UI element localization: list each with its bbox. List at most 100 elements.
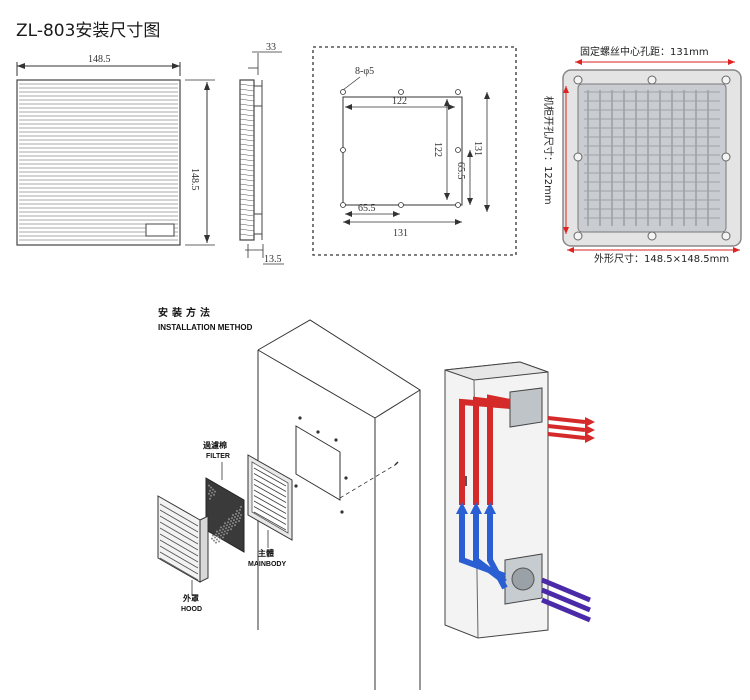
product-photo-grille — [584, 90, 720, 226]
side-fin — [239, 178, 255, 182]
filter-fiber — [218, 532, 220, 535]
mainbody-slat — [253, 484, 287, 503]
filter-fiber — [220, 534, 222, 537]
intake-arrow — [541, 597, 591, 623]
hole-spacing-v: 122 — [432, 142, 443, 157]
filter-fiber — [227, 529, 229, 532]
filter-fiber — [231, 517, 233, 520]
hood-part — [157, 495, 209, 583]
exhaust-arrowhead — [585, 433, 595, 443]
photo-side-caption: 机柜开孔尺寸：122mm — [542, 96, 555, 205]
filter-fiber — [224, 522, 226, 525]
filter-label-en: FILTER — [206, 453, 230, 460]
side-fin — [239, 223, 255, 227]
exhaust-arrow — [547, 416, 586, 424]
side-fin — [239, 98, 255, 102]
mainbody-slat — [253, 511, 287, 531]
filter-fiber — [220, 526, 222, 529]
exhaust-arrow — [547, 424, 586, 432]
filter-fiber — [226, 524, 228, 527]
filter-fiber — [240, 513, 242, 516]
screw — [573, 75, 583, 85]
filter-fiber — [236, 518, 238, 521]
hood-slat — [159, 539, 199, 563]
filter-fiber — [221, 531, 223, 534]
filter-fiber — [225, 527, 227, 530]
screw — [573, 152, 583, 162]
page-title: ZL-803安装尺寸图 — [16, 21, 161, 41]
hot-air-arrow — [487, 394, 511, 505]
filter-fiber — [222, 528, 224, 531]
hood-slat — [159, 533, 199, 557]
wall-hole — [334, 438, 338, 442]
side-fin — [239, 183, 255, 187]
filter-fiber — [219, 529, 221, 532]
filter-fiber — [239, 517, 241, 519]
install-heading-cn: 安装方法 — [158, 306, 214, 319]
wall-hole — [344, 476, 348, 480]
filter-fiber — [209, 497, 211, 500]
wall-hole — [298, 416, 302, 420]
filter-fiber — [236, 509, 238, 512]
filter-fiber — [239, 508, 241, 511]
side-fin — [239, 208, 255, 212]
filter-fiber — [218, 540, 220, 543]
exhaust-arrowhead — [585, 425, 595, 435]
hood-slat — [159, 503, 199, 527]
mainbody-slat — [253, 467, 287, 487]
side-view: 33 13.5 — [239, 42, 284, 265]
mainbody-slat — [253, 478, 287, 498]
front-width-dim: 148.5 — [88, 54, 111, 65]
overall-h: 131 — [393, 228, 408, 239]
screw — [573, 231, 583, 241]
filter-fiber — [222, 536, 224, 539]
side-fin — [239, 103, 255, 107]
filter-fiber — [215, 533, 217, 536]
exhaust-arrow — [547, 432, 586, 440]
filter-fiber — [215, 541, 217, 544]
filter-fiber — [230, 528, 232, 531]
front-label-plate — [145, 223, 175, 237]
hood-slat — [159, 509, 199, 533]
cold-air-arrowhead — [470, 502, 482, 514]
filter-fiber — [238, 511, 240, 514]
filter-fiber — [208, 492, 210, 495]
side-fin — [239, 218, 255, 222]
mainbody-slat — [253, 473, 287, 492]
side-fin — [239, 93, 255, 97]
intake-arrow — [541, 587, 591, 613]
mainbody-part — [247, 454, 293, 541]
filter-fiber — [237, 515, 239, 517]
filter-fiber — [211, 491, 213, 494]
filter-fiber — [223, 525, 225, 528]
hood-slat — [159, 557, 199, 581]
side-fin — [239, 148, 255, 152]
side-fin — [239, 138, 255, 142]
hood-slat — [159, 521, 199, 545]
filter-fiber — [211, 537, 213, 540]
filter-fiber — [224, 530, 226, 533]
side-depth-top: 33 — [266, 42, 276, 53]
filter-fiber — [216, 538, 218, 541]
filter-fiber — [229, 523, 231, 526]
filter-fiber — [234, 524, 236, 527]
filter-fiber — [219, 537, 221, 540]
side-fin — [239, 108, 255, 112]
filter-label-cn: 過濾棉 — [202, 440, 227, 450]
filter-fiber — [233, 519, 235, 522]
hood-label-cn: 外罩 — [183, 593, 199, 603]
mounting-hole — [340, 147, 346, 153]
screw — [721, 75, 731, 85]
filter-fiber — [209, 489, 211, 492]
filter-fiber — [228, 518, 230, 521]
installation-diagram: 安装方法 INSTALLATION METHOD 主體 MAINBODY 過濾棉… — [157, 306, 595, 690]
side-fin — [239, 113, 255, 117]
hole-spacing-h: 122 — [392, 96, 407, 107]
side-fins — [239, 83, 255, 237]
screw — [647, 75, 657, 85]
mounting-hole — [340, 202, 346, 208]
hood-slat — [159, 515, 199, 539]
filter-fiber — [234, 516, 236, 519]
side-fin — [239, 153, 255, 157]
side-fin — [239, 133, 255, 137]
